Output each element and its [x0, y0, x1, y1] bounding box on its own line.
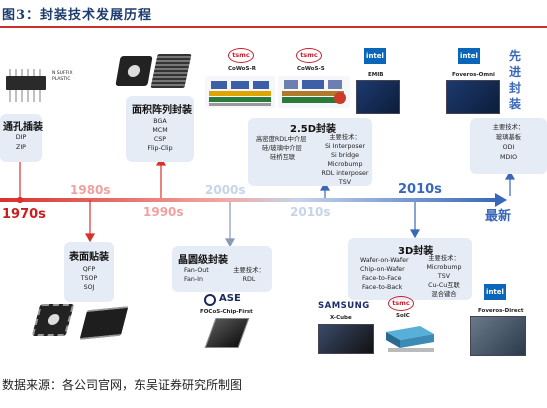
surface-mount-item: QFP	[82, 266, 96, 273]
xcube-image	[318, 324, 374, 354]
surface-mount-item: TSOP	[80, 275, 98, 282]
area-array-box: 面积阵列封装 BGA MCM CSP Flip-Clip	[126, 96, 194, 162]
era-2010s: 2010s	[398, 182, 442, 197]
bga-chip-image	[115, 56, 153, 86]
tsmc-logo-cowos-s: tsmc	[296, 48, 322, 63]
3d-box: 3D封装 Wafer-on-Wafer Chip-on-Wafer Face-t…	[348, 238, 472, 300]
cowos-r-diagram	[205, 76, 275, 108]
3d-item: Face-to-Face	[362, 275, 402, 282]
wafer-level-heading: 主要技术：	[233, 267, 265, 274]
2-5d-item: 高密度RDL中介层	[256, 136, 307, 143]
2-5d-tech: RDL interposer	[321, 170, 369, 177]
wafer-level-tech: RDL	[242, 276, 256, 283]
soic-caption: SoIC	[396, 313, 410, 319]
advanced-title: 先进封装	[509, 49, 522, 111]
surface-mount-box: 表面贴装 QFP TSOP SOJ	[64, 242, 114, 302]
emib-caption: EMIB	[368, 72, 384, 78]
3d-item: Wafer-on-Wafer	[360, 257, 409, 264]
advanced-box: 主要技术： 玻璃基板 ODI MDIO	[470, 118, 547, 174]
bga-logo-icon	[126, 65, 142, 77]
3d-tech: TSV	[437, 273, 451, 280]
header-rule	[0, 26, 547, 28]
era-1980s: 1980s	[70, 183, 111, 197]
3d-item: Chip-on-Wafer	[360, 266, 405, 273]
through-hole-box: 通孔插装 DIP ZIP	[0, 114, 43, 162]
advanced-item: MDIO	[499, 154, 518, 161]
area-array-item: Flip-Clip	[147, 145, 173, 152]
source-note: 数据来源：各公司官网，东吴证券研究所制图	[2, 378, 243, 392]
wafer-level-item: Fan-Out	[184, 267, 209, 274]
intel-logo-foveros-omni: intel	[458, 48, 480, 64]
era-2010s-faint: 2010s	[290, 205, 331, 219]
wafer-level-title: 晶圆级封装	[178, 255, 228, 266]
area-array-title: 面积阵列封装	[132, 105, 192, 116]
foveros-direct-image	[470, 316, 526, 356]
dip-image-caption: N SUFFIX PLASTIC	[52, 71, 73, 82]
through-hole-item: DIP	[15, 134, 27, 141]
foveros-direct-caption: Foveros-Direct	[478, 308, 524, 314]
advanced-item: 玻璃基板	[495, 134, 522, 141]
xcube-caption: X-Cube	[330, 315, 352, 321]
2-5d-title: 2.5D封装	[290, 124, 337, 135]
cowos-s-diagram	[278, 76, 350, 108]
3d-tech: 混合键合	[431, 291, 457, 298]
timeline-bar	[0, 198, 497, 202]
cowos-r-caption: CoWoS-R	[228, 66, 256, 72]
tsmc-logo-cowos-r: tsmc	[228, 48, 254, 63]
3d-item: Face-to-Back	[362, 284, 403, 291]
through-hole-item: ZIP	[16, 144, 26, 151]
surface-mount-title: 表面贴装	[69, 252, 109, 263]
2-5d-heading: 主要技术：	[329, 134, 361, 141]
intel-logo-foveros-direct: intel	[484, 284, 506, 300]
dip-chip-image	[6, 69, 46, 102]
cowos-s-caption: CoWoS-S	[297, 66, 325, 72]
2-5d-box: 2.5D封装 高密度RDL中介层 硅/玻璃中介层 硅桥互联 主要技术： Si I…	[248, 118, 372, 186]
soic-diagram	[386, 326, 434, 352]
area-array-item: BGA	[153, 118, 167, 125]
3d-tech: Cu-Cu互联	[428, 282, 460, 289]
foveros-omni-image	[446, 80, 500, 114]
samsung-logo: SAMSUNG	[318, 301, 370, 311]
3d-title: 3D封装	[398, 246, 434, 257]
through-hole-title: 通孔插装	[3, 122, 43, 133]
focos-caption: FOCoS-Chip-First	[200, 309, 253, 315]
intel-logo-emib: intel	[364, 48, 386, 64]
bga-ball-grid-image	[150, 54, 192, 88]
3d-heading: 主要技术：	[428, 255, 460, 262]
era-latest: 最新	[485, 209, 512, 224]
tsmc-logo-soic: tsmc	[388, 296, 414, 311]
surface-mount-item: SOJ	[83, 284, 95, 291]
2-5d-tech: Si Interposer	[324, 143, 366, 150]
wafer-level-item: Fan-In	[184, 276, 204, 283]
era-2000s: 2000s	[205, 183, 246, 197]
area-array-item: CSP	[153, 136, 167, 143]
2-5d-item: 硅/玻璃中介层	[262, 145, 302, 152]
emib-image	[356, 80, 400, 114]
area-array-item: MCM	[152, 127, 168, 134]
3d-tech: Microbump	[426, 264, 462, 271]
2-5d-tech: Si bridge	[331, 152, 359, 159]
ase-logo: ASE	[219, 293, 241, 304]
advanced-item: ODI	[502, 144, 515, 151]
timeline-arrowhead	[495, 193, 507, 207]
wafer-level-box: 晶圆级封装 Fan-Out Fan-In 主要技术： RDL	[172, 246, 272, 292]
ase-logo-icon	[204, 294, 216, 306]
era-1970s: 1970s	[2, 207, 46, 222]
2-5d-tech: TSV	[338, 179, 352, 186]
qfp-logo-icon	[46, 314, 61, 325]
era-1990s: 1990s	[143, 205, 184, 219]
2-5d-item: 硅桥互联	[270, 154, 296, 161]
figure-title: 图3：封装技术发展历程	[2, 8, 153, 23]
advanced-heading: 主要技术：	[492, 124, 525, 131]
2-5d-tech: Microbump	[327, 161, 363, 168]
foveros-omni-caption: Foveros-Omni	[452, 72, 495, 78]
